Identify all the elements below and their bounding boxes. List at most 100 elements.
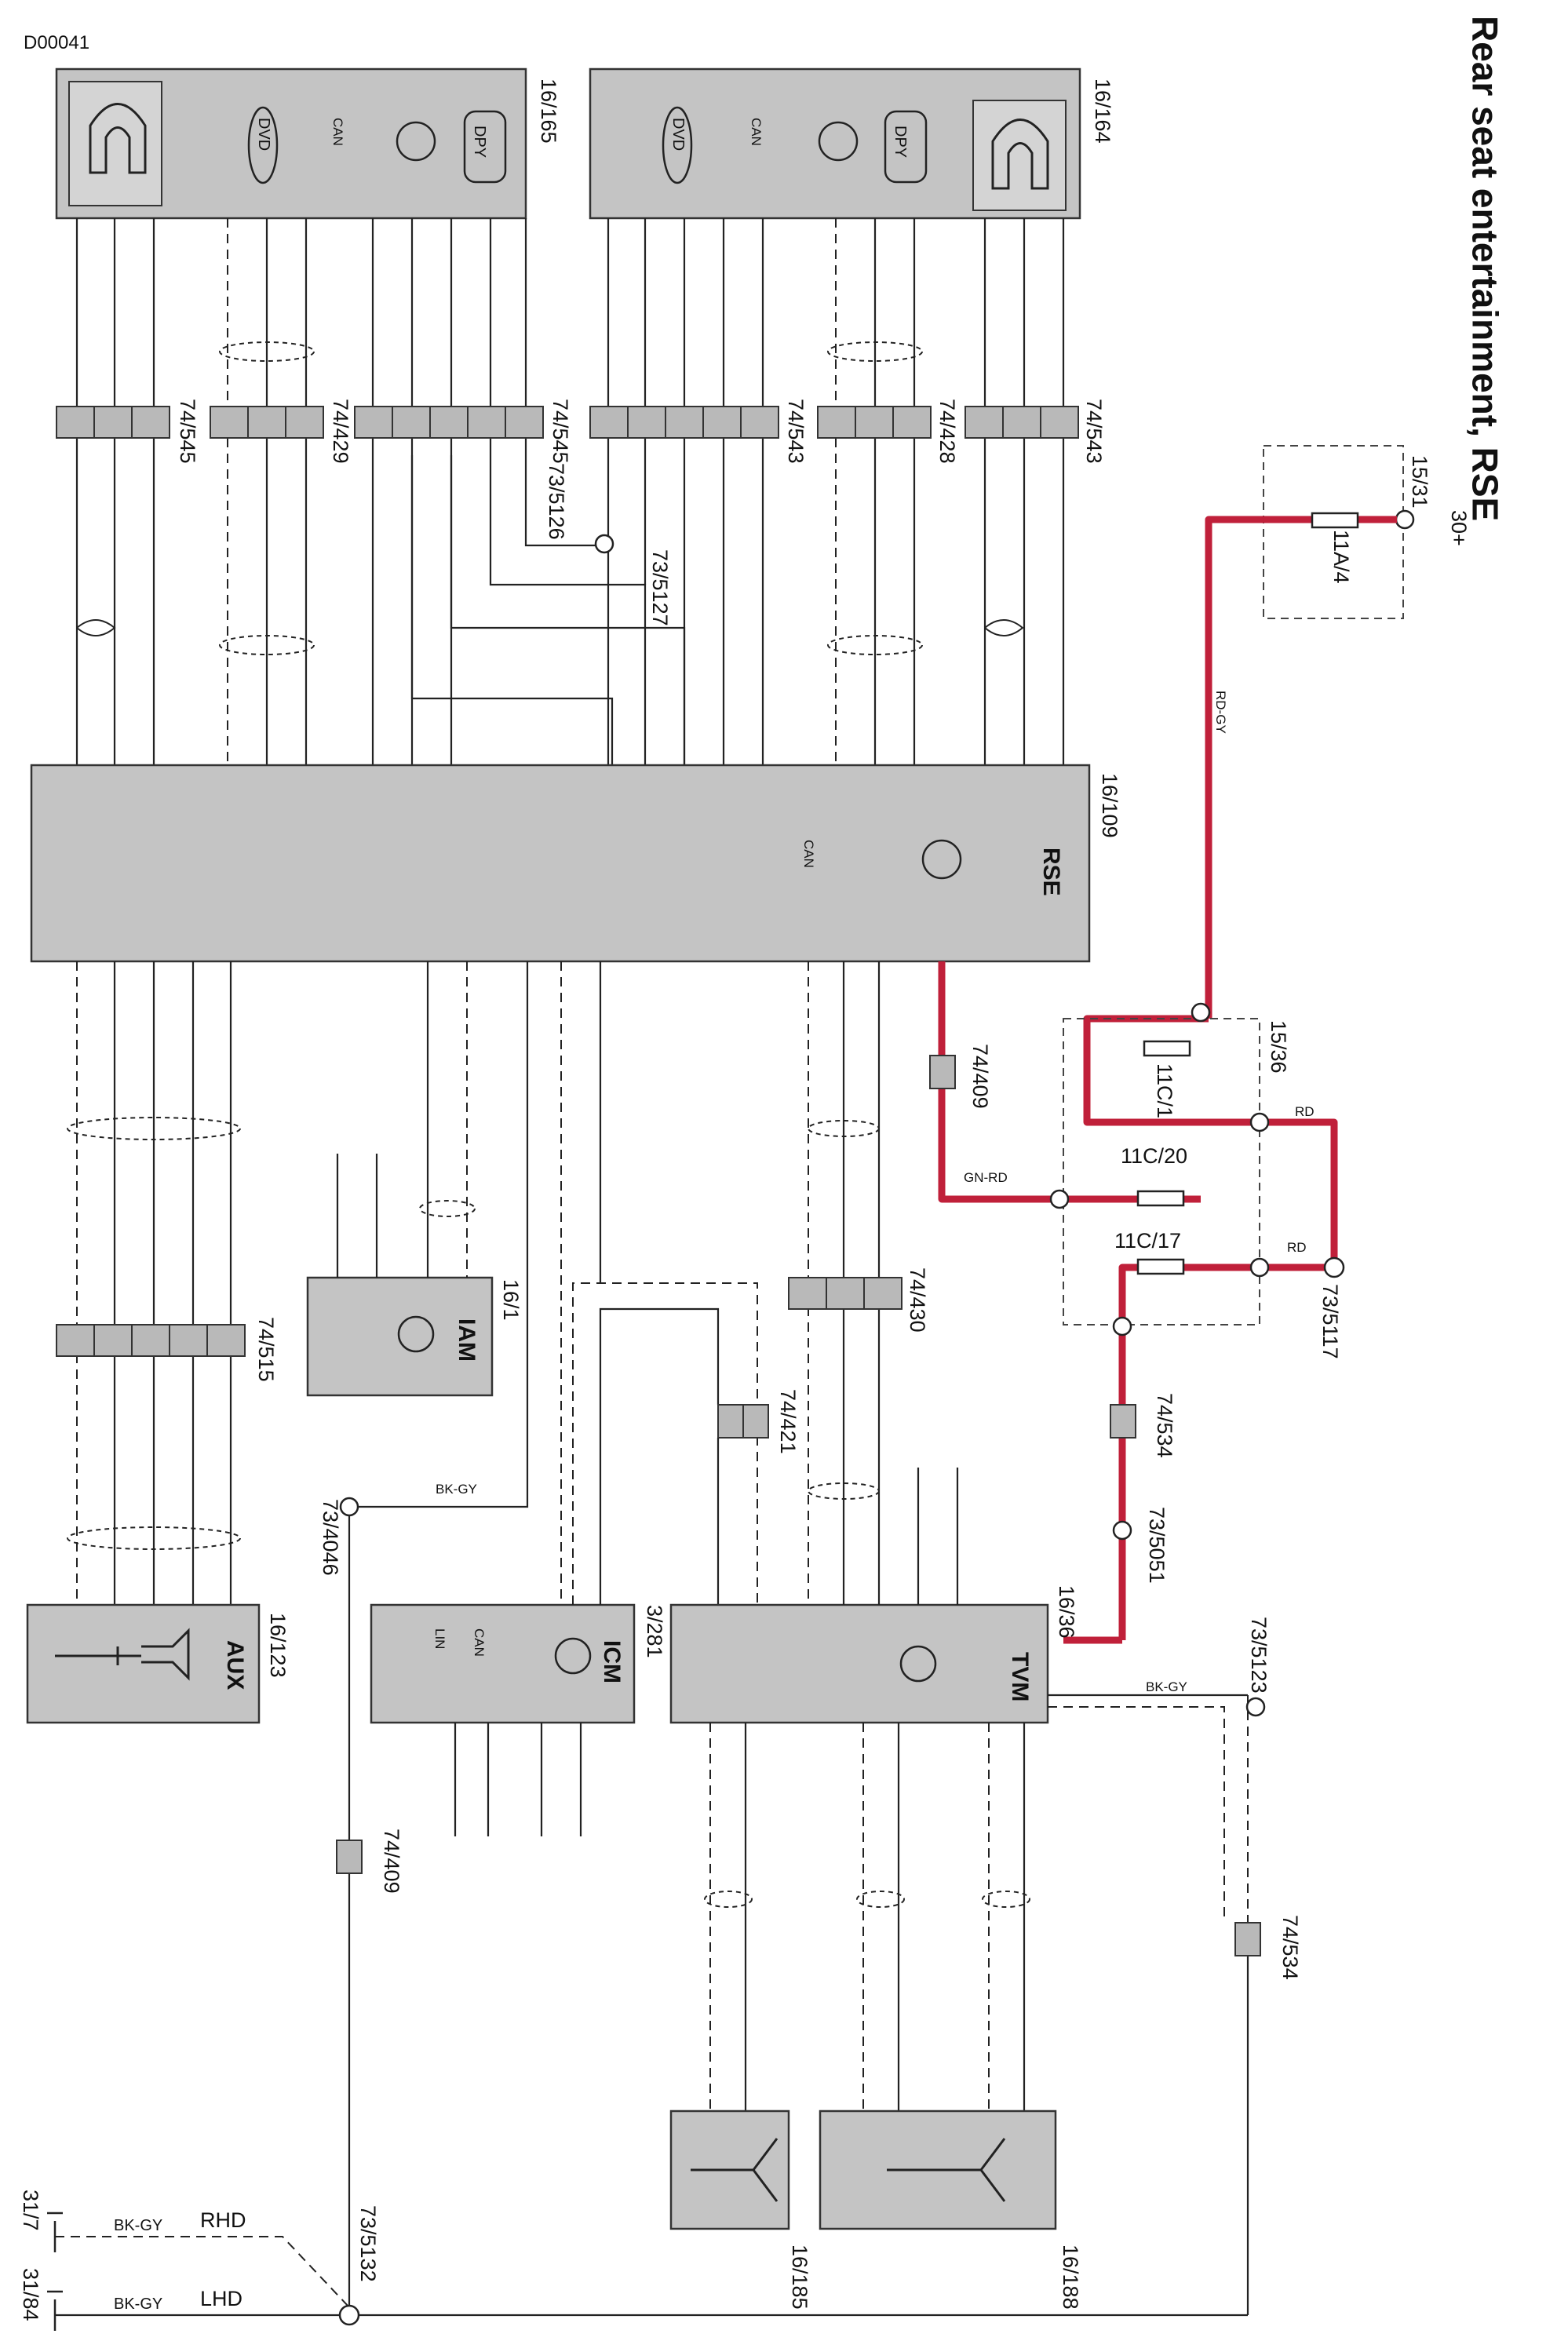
- node-a: [1191, 1002, 1211, 1023]
- id-11c-20: 11C/20: [1121, 1144, 1187, 1168]
- transistor-icon-rse: [921, 839, 962, 880]
- antenna-icon-185: [691, 2138, 779, 2202]
- device-16-109: [30, 764, 1091, 963]
- label-lhd: LHD: [200, 2287, 242, 2310]
- node-d: [1249, 1257, 1270, 1278]
- wire-bk-gy-1: BK-GY: [436, 1482, 477, 1497]
- connector-74-409-a: [929, 1055, 956, 1089]
- dpy-icon-164: [884, 110, 928, 184]
- dpy-icon-165: [463, 110, 507, 184]
- headphone-icon: [68, 81, 162, 206]
- dvd-oval-icon: [247, 106, 279, 184]
- id-73-5117: 73/5117: [1318, 1284, 1342, 1359]
- connector-74-515: [56, 1324, 246, 1357]
- antenna-wires: [704, 1723, 1030, 2111]
- headphone-symbol-164: [991, 119, 1049, 190]
- id-73-4046: 73/4046: [319, 1499, 342, 1576]
- wire-rd-2: RD: [1287, 1240, 1307, 1255]
- wire-rd-1: RD: [1295, 1104, 1315, 1119]
- id-74-409-a: 74/409: [968, 1044, 992, 1109]
- label-rhd: RHD: [200, 2208, 246, 2232]
- jack-icon: [55, 1628, 190, 1681]
- id-74-545-a: 74/545: [176, 399, 199, 464]
- id-74-543-a: 74/543: [784, 399, 808, 464]
- id-74-543-b: 74/543: [1082, 399, 1106, 464]
- splice-73-4046: [339, 1497, 359, 1517]
- id-74-545-b: 74/545: [549, 399, 572, 464]
- fuse-11c-1: [1143, 1040, 1191, 1057]
- id-16-164: 16/164: [1091, 78, 1114, 144]
- page-title: Rear seat entertainment, RSE: [1464, 16, 1505, 521]
- fuse-11a-4: [1311, 512, 1359, 529]
- id-74-428: 74/428: [935, 399, 959, 464]
- label-can-165: CAN: [330, 118, 345, 146]
- id-74-534-b: 74/534: [1278, 1915, 1302, 1980]
- fuse-block-15-31: [1263, 445, 1404, 619]
- headphone-icon-164: [972, 100, 1067, 211]
- label-iam: IAM: [454, 1318, 480, 1362]
- connector-74-409-b: [336, 1840, 363, 1874]
- shield-marks-top: [219, 341, 923, 655]
- id-74-421: 74/421: [776, 1389, 800, 1454]
- id-73-5132: 73/5132: [356, 2205, 380, 2282]
- wires-16-164: [607, 218, 1065, 765]
- transistor-icon-164: [818, 121, 859, 162]
- id-16-165: 16/165: [537, 78, 560, 144]
- id-3-281: 3/281: [643, 1605, 666, 1658]
- splice-73-5126: [594, 534, 614, 554]
- label-dvd-165: DVD: [255, 118, 272, 151]
- id-11a-4: 11A/4: [1329, 530, 1353, 584]
- connector-74-545-b: [354, 406, 544, 439]
- id-74-430: 74/430: [906, 1267, 929, 1333]
- splice-73-5123: [1245, 1697, 1266, 1717]
- wires-iam: [336, 961, 476, 1278]
- id-73-5126: 73/5126: [545, 463, 568, 540]
- ground-wires: [47, 2212, 1248, 2331]
- label-lin-icm: LIN: [432, 1628, 447, 1649]
- wire-bk-gy-rhd: BK-GY: [114, 2217, 162, 2234]
- id-11c-17: 11C/17: [1114, 1229, 1181, 1253]
- transistor-icon-165: [396, 121, 436, 162]
- device-16-123: [26, 1603, 261, 1724]
- id-74-429: 74/429: [329, 399, 352, 464]
- crossover-wires: [410, 455, 686, 765]
- dvd-oval-icon-164: [662, 106, 693, 184]
- connector-74-421-1s: [742, 1404, 769, 1439]
- transistor-icon-iam: [397, 1315, 435, 1353]
- node-c: [1049, 1189, 1070, 1209]
- id-73-5123: 73/5123: [1247, 1617, 1271, 1694]
- id-73-5051: 73/5051: [1145, 1507, 1169, 1584]
- id-16-185: 16/185: [788, 2244, 811, 2310]
- fuse-block-15-36: [1063, 1018, 1260, 1326]
- wire-gn-rd: GN-RD: [964, 1170, 1008, 1185]
- id-31-84: 31/84: [19, 2268, 42, 2321]
- fuse-11c-17: [1136, 1258, 1185, 1275]
- transistor-icon-icm: [554, 1637, 592, 1675]
- supply-30plus: 30+: [1447, 510, 1471, 546]
- label-can-rse: CAN: [801, 840, 816, 868]
- wire-bk-gy-2: BK-GY: [1146, 1679, 1187, 1694]
- label-rse: RSE: [1038, 848, 1064, 896]
- splice-73-5117: [1323, 1256, 1345, 1278]
- connector-74-545-a: [56, 406, 170, 439]
- id-16-123: 16/123: [266, 1613, 290, 1678]
- label-can-icm: CAN: [472, 1628, 487, 1657]
- splice-73-5051: [1112, 1520, 1132, 1541]
- id-16-1: 16/1: [499, 1279, 523, 1321]
- wires-to-aux: [67, 961, 241, 1605]
- id-74-534-a: 74/534: [1153, 1393, 1176, 1458]
- doc-code: D00041: [24, 32, 89, 53]
- id-11c-1: 11C/1: [1153, 1063, 1176, 1118]
- id-74-409-b: 74/409: [380, 1829, 403, 1894]
- id-73-5127: 73/5127: [648, 549, 672, 626]
- label-dpy-164: DPY: [892, 126, 909, 158]
- wires-16-165: [75, 218, 527, 765]
- id-16-36: 16/36: [1055, 1585, 1078, 1639]
- label-can-164: CAN: [749, 118, 764, 146]
- id-16-109: 16/109: [1098, 773, 1121, 838]
- connector-74-428: [817, 406, 932, 439]
- connector-74-429: [210, 406, 324, 439]
- label-dvd-164: DVD: [669, 118, 687, 151]
- label-tvm: TVM: [1007, 1652, 1033, 1701]
- splice-73-5132: [338, 2304, 360, 2326]
